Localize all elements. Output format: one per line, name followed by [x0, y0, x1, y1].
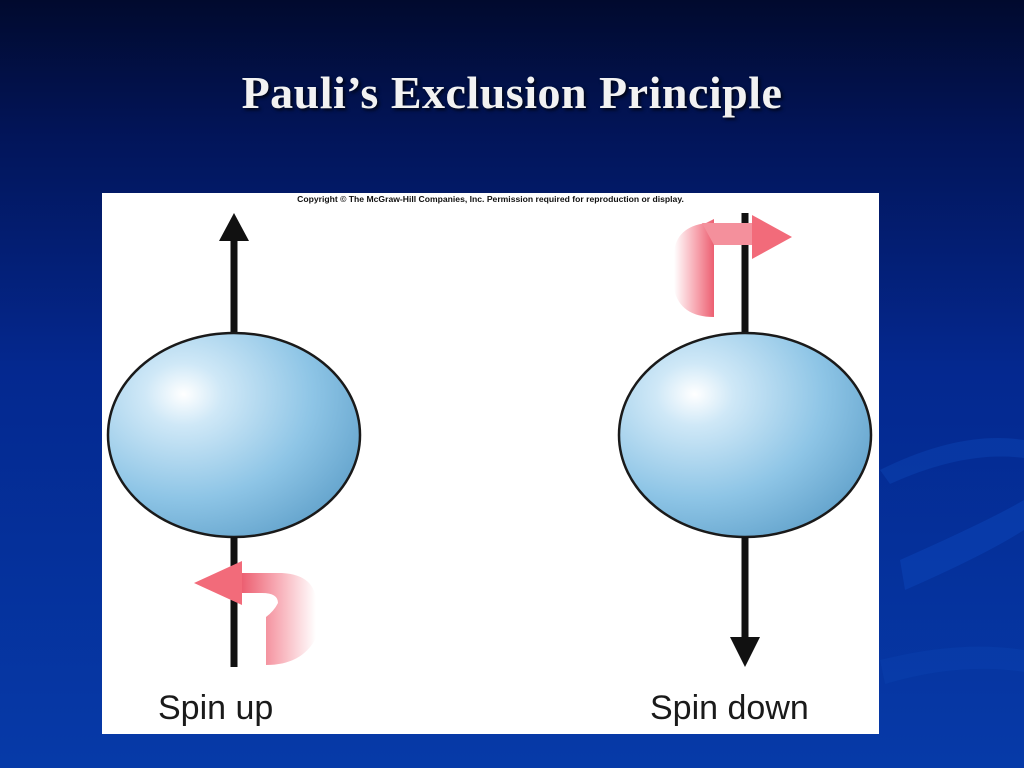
spin-down-electron: [617, 213, 873, 667]
copyright-notice: Copyright © The McGraw-Hill Companies, I…: [297, 194, 684, 204]
spin-diagram: [106, 213, 873, 667]
spin-up-label: Spin up: [158, 689, 274, 727]
spin-up-arrow-icon: [219, 213, 249, 241]
rotation-arrow-icon: [674, 215, 792, 317]
electron-sphere-icon: [617, 331, 873, 539]
slide-title: Pauli’s Exclusion Principle: [241, 67, 783, 118]
electron-sphere-icon: [106, 331, 362, 539]
spin-down-label: Spin down: [650, 689, 809, 727]
rotation-arrow-icon: [194, 561, 316, 665]
spin-up-electron: [106, 213, 362, 667]
spin-figure: Copyright © The McGraw-Hill Companies, I…: [102, 193, 879, 734]
spin-down-arrow-icon: [730, 637, 760, 667]
